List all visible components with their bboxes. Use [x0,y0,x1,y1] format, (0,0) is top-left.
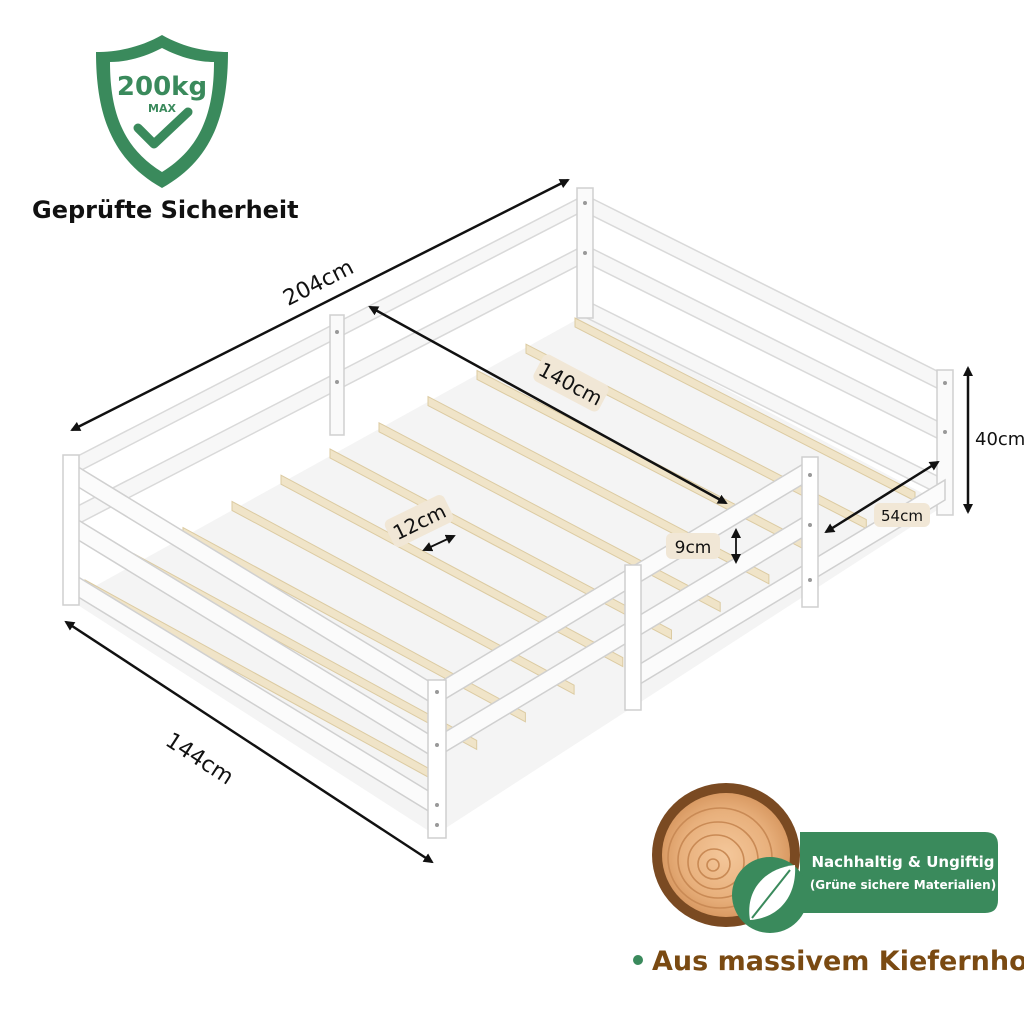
checkmark-icon [133,107,193,149]
bullet-dot-icon [633,955,643,965]
material-badge: Nachhaltig & Ungiftig (Grüne sichere Mat… [633,783,1024,977]
badge-caption: Geprüfte Sicherheit [32,196,299,224]
slat-spacing-arrow [422,534,456,552]
dimension-lines [64,178,973,864]
badge-weight: 200kg [117,72,207,102]
length-label: 204cm [279,255,358,312]
height-label: 40cm [975,429,1024,450]
entry-gap-arrow [824,460,940,534]
width-label: 144cm [161,728,238,790]
bed-frame-illustration [62,187,954,839]
safety-badge: 200kg MAX Geprüfte Sicherheit [32,35,299,224]
width-arrow [64,620,434,864]
material-tag-line1: Nachhaltig & Ungiftig [811,853,994,871]
slat [280,474,624,668]
slat [231,500,575,696]
length-arrow [70,178,570,432]
badge-max: MAX [148,102,176,115]
inner-length-arrow [368,305,728,505]
slat-height-label: 9cm [675,538,712,558]
entry-gap-label: 54cm [881,507,923,525]
material-tag-line2: (Grüne sichere Materialien) [810,878,996,892]
material-headline: Aus massivem Kiefernholz [652,946,1024,977]
